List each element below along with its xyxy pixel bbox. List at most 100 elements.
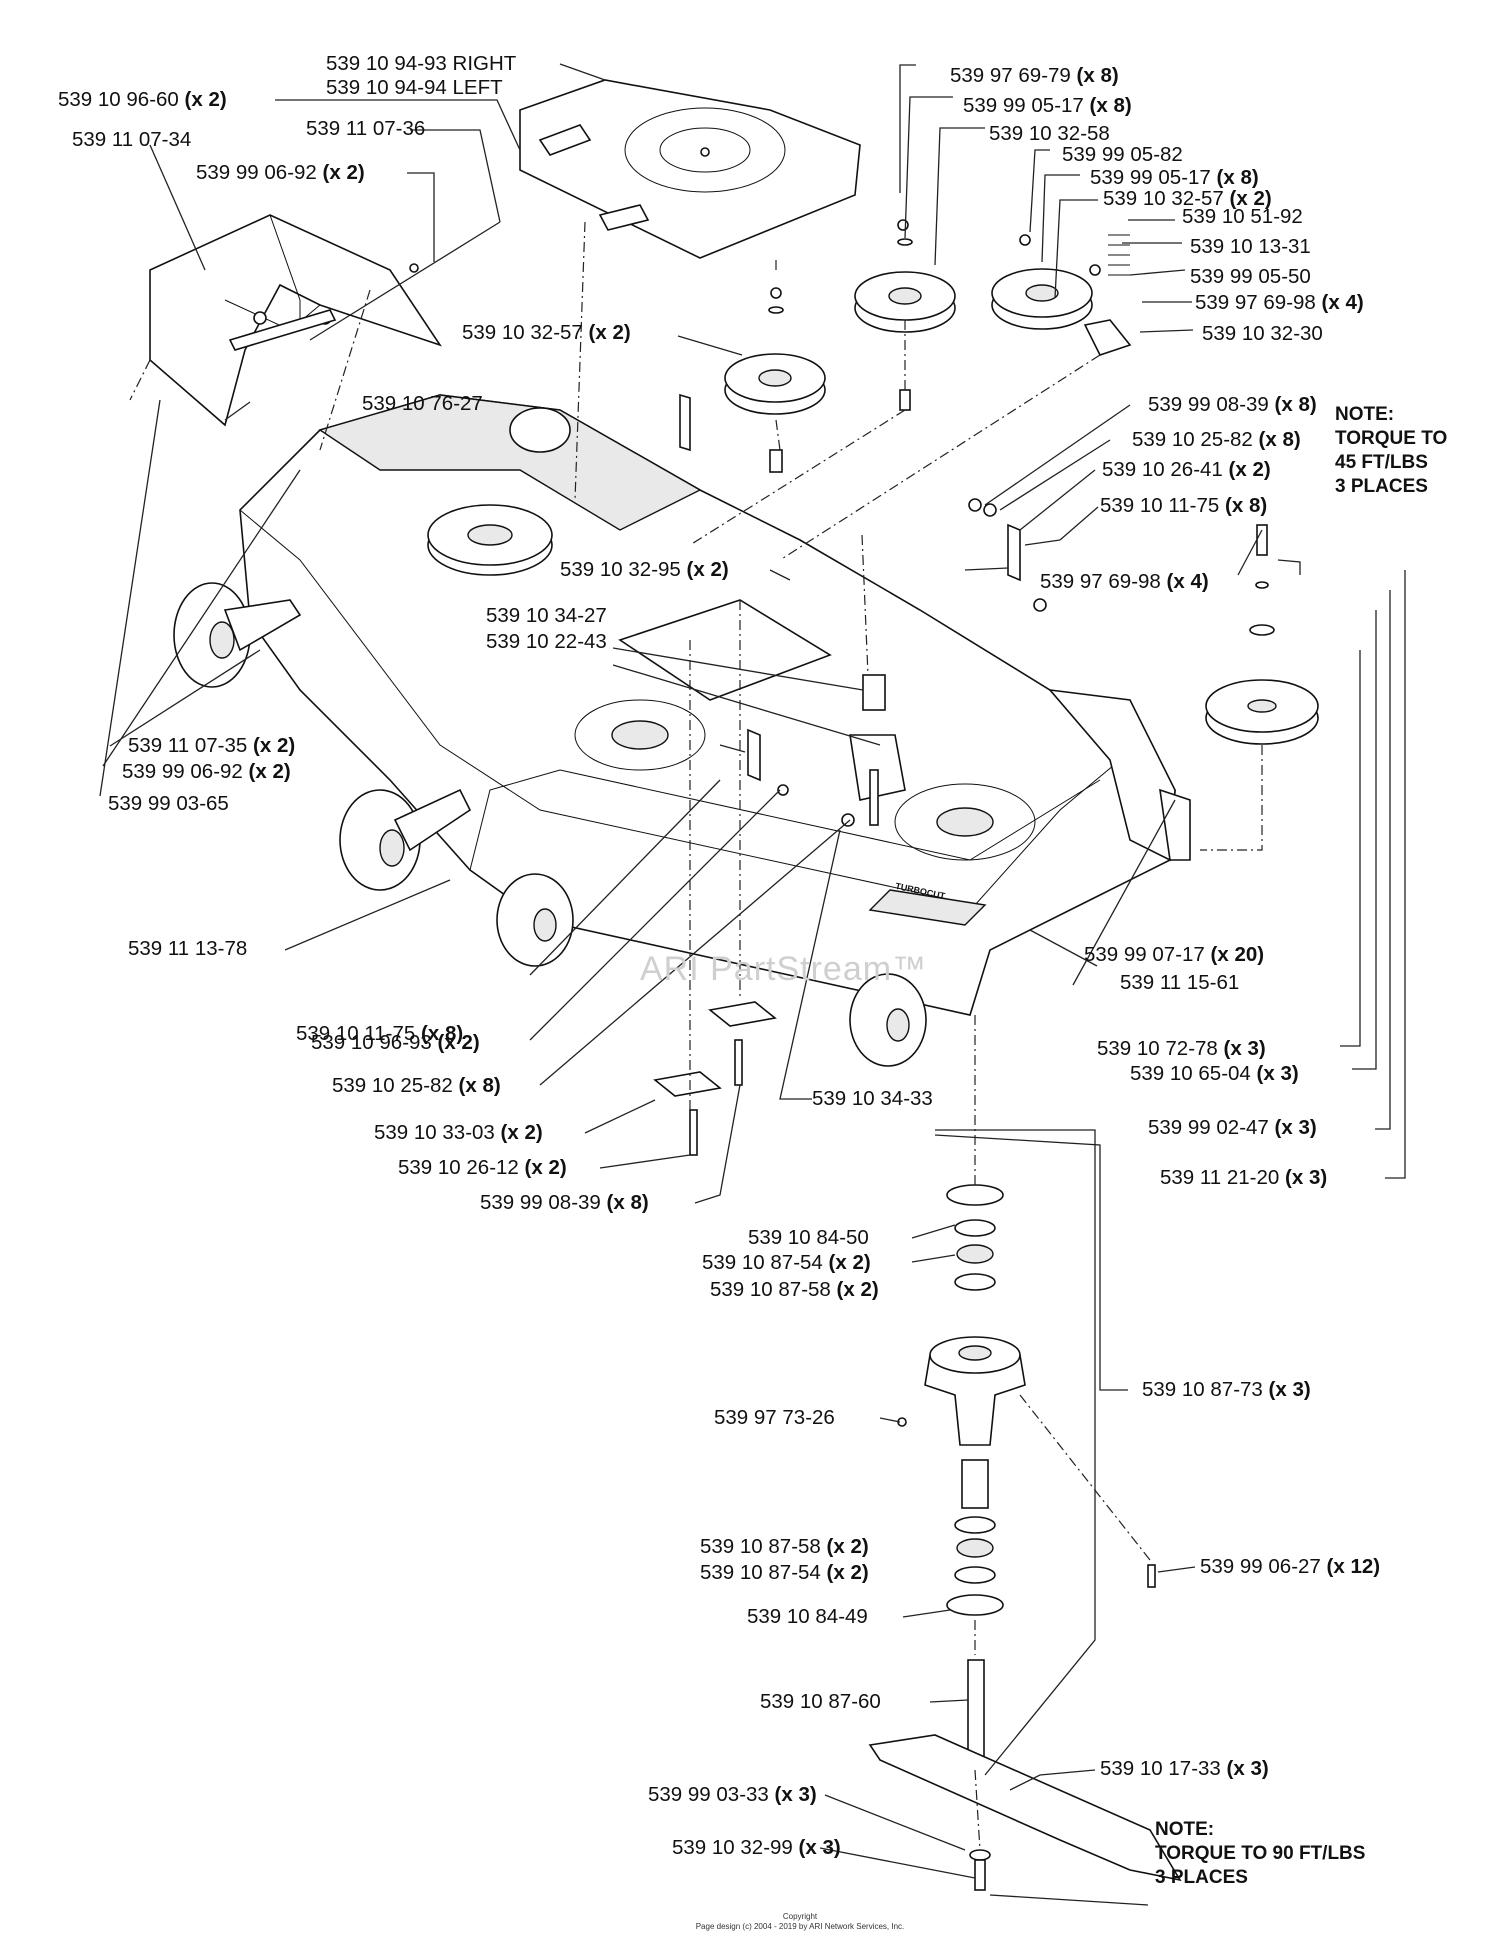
callout-c10: 539 10 34-27 <box>486 604 607 628</box>
callout-c47: 539 10 87-58 (x 2) <box>710 1278 879 1302</box>
note-line: 3 PLACES <box>1335 476 1428 497</box>
callout-part: 539 10 87-54 <box>702 1251 823 1274</box>
callout-part: 539 10 32-30 <box>1202 322 1323 345</box>
callout-qty: (x 2) <box>322 161 365 184</box>
callout-qty: (x 3) <box>1268 1378 1311 1401</box>
callout-c51: 539 10 87-54 (x 2) <box>700 1561 869 1585</box>
note-line: NOTE: <box>1155 1819 1215 1840</box>
callout-part: 539 10 32-99 <box>672 1836 793 1859</box>
callout-c50: 539 10 87-58 (x 2) <box>700 1535 869 1559</box>
callout-c7: 539 10 76-27 <box>362 392 483 416</box>
callout-c41: 539 10 33-03 (x 2) <box>374 1121 543 1145</box>
callout-part: 539 99 05-17 <box>1090 166 1211 189</box>
callout-c43: 539 10 26-12 (x 2) <box>398 1156 567 1180</box>
callout-qty: (x 3) <box>1256 1062 1299 1085</box>
callout-c45: 539 10 84-50 <box>748 1226 869 1250</box>
callout-part: 539 10 25-82 <box>332 1074 453 1097</box>
callout-qty: (x 8) <box>1258 428 1301 451</box>
callout-part: 539 11 15-61 <box>1120 971 1240 994</box>
callout-c38: 539 10 25-82 (x 8) <box>332 1074 501 1098</box>
callout-part: 539 97 69-98 <box>1040 570 1161 593</box>
callout-c56: 539 99 03-33 (x 3) <box>648 1783 817 1807</box>
note-line: TORQUE TO 90 FT/LBS <box>1155 1843 1366 1864</box>
callout-part: 539 99 07-17 <box>1084 943 1205 966</box>
callout-c31: 539 11 13-78 <box>128 937 247 961</box>
note-line: 3 PLACES <box>1155 1867 1248 1888</box>
callout-part: 539 99 03-33 <box>648 1783 769 1806</box>
callout-c1: 539 10 94-93 RIGHT <box>326 52 516 76</box>
discharge-deflector <box>149 214 442 427</box>
note-line: TORQUE TO <box>1335 428 1448 449</box>
callout-part: 539 10 13-31 <box>1190 235 1311 258</box>
callout-part: 539 10 96-60 <box>58 88 179 111</box>
callout-c39: 539 10 34-33 <box>812 1087 933 1111</box>
callout-qty: (x 8) <box>1225 494 1268 517</box>
callout-part: 539 10 25-82 <box>1132 428 1253 451</box>
callout-c22: 539 10 32-30 <box>1202 322 1323 346</box>
callout-c35: 539 10 65-04 (x 3) <box>1130 1062 1299 1086</box>
callout-part: 539 11 07-35 <box>128 734 248 757</box>
callout-c34: 539 10 72-78 (x 3) <box>1097 1037 1266 1061</box>
callout-qty: (x 8) <box>1076 64 1119 87</box>
callout-qty: (x 3) <box>1274 1116 1317 1139</box>
callout-part: 539 10 84-49 <box>747 1605 868 1628</box>
callout-c23: 539 99 08-39 (x 8) <box>1148 393 1317 417</box>
callout-part: 539 11 07-34 <box>72 128 192 151</box>
callout-qty: (x 2) <box>686 558 729 581</box>
callout-c30: 539 99 03-65 <box>108 792 229 816</box>
callout-c24: 539 10 25-82 (x 8) <box>1132 428 1301 452</box>
callout-qty: (x 8) <box>421 1022 464 1045</box>
callout-part: 539 10 94-94 LEFT <box>326 76 503 99</box>
callout-part: 539 99 06-92 <box>122 760 243 783</box>
callout-part: 539 97 73-26 <box>714 1406 835 1429</box>
callout-c52: 539 99 06-27 (x 12) <box>1200 1555 1380 1579</box>
callout-qty: (x 8) <box>606 1191 649 1214</box>
callout-qty: (x 8) <box>1274 393 1317 416</box>
callout-c6: 539 99 06-92 (x 2) <box>196 161 365 185</box>
callout-part: 539 99 08-39 <box>480 1191 601 1214</box>
callout-qty: (x 3) <box>798 1836 841 1859</box>
callout-qty: (x 4) <box>1166 570 1209 593</box>
callout-c16: 539 99 05-17 (x 8) <box>1090 166 1259 190</box>
callout-part: 539 10 87-60 <box>760 1690 881 1713</box>
callout-c27: 539 97 69-98 (x 4) <box>1040 570 1209 594</box>
callout-part: 539 10 34-33 <box>812 1087 933 1110</box>
callout-qty: (x 3) <box>1226 1757 1269 1780</box>
callout-part: 539 11 21-20 <box>1160 1166 1280 1189</box>
copyright: Copyright Page design (c) 2004 - 2019 by… <box>650 1912 950 1932</box>
callout-qty: (x 2) <box>500 1121 543 1144</box>
callout-qty: (x 3) <box>1223 1037 1266 1060</box>
callout-c42: 539 11 21-20 (x 3) <box>1160 1166 1327 1190</box>
callout-c36: 539 10 11-75 (x 8) <box>296 1022 463 1046</box>
callout-c40: 539 99 02-47 (x 3) <box>1148 1116 1317 1140</box>
callout-part: 539 99 06-27 <box>1200 1555 1321 1578</box>
callout-part: 539 10 33-03 <box>374 1121 495 1144</box>
callout-96-93: 539 10 96-93 (x 2) <box>311 1031 480 1055</box>
callout-qty: (x 2) <box>588 321 631 344</box>
callout-part: 539 10 76-27 <box>362 392 483 415</box>
gauge-wheels <box>173 407 927 1067</box>
callout-part: 539 10 34-27 <box>486 604 607 627</box>
note-line: 45 FT/LBS <box>1335 452 1428 473</box>
callout-c25: 539 10 26-41 (x 2) <box>1102 458 1271 482</box>
copyright-line: Page design (c) 2004 - 2019 by ARI Netwo… <box>695 1922 905 1931</box>
callout-part: 539 99 03-65 <box>108 792 229 815</box>
callout-c33: 539 11 15-61 <box>1120 971 1239 995</box>
callout-part: 539 10 87-73 <box>1142 1378 1263 1401</box>
callout-part: 539 10 11-75 <box>1100 494 1220 517</box>
callout-part: 539 10 72-78 <box>1097 1037 1218 1060</box>
callout-part: 539 10 17-33 <box>1100 1757 1221 1780</box>
callout-qty: (x 8) <box>1216 166 1259 189</box>
copyright-line: Copyright <box>782 1912 818 1921</box>
mower-deck <box>239 394 1191 1016</box>
callout-part: 539 10 32-57 <box>1103 187 1224 210</box>
callout-c46: 539 10 87-54 (x 2) <box>702 1251 871 1275</box>
callout-qty: (x 2) <box>828 1251 871 1274</box>
callout-c4: 539 11 07-34 <box>72 128 191 152</box>
callout-qty: (x 2) <box>253 734 296 757</box>
note-line: NOTE: <box>1335 404 1395 425</box>
callout-c20: 539 99 05-50 <box>1190 265 1311 289</box>
spindle-assembly <box>897 1184 1156 1771</box>
